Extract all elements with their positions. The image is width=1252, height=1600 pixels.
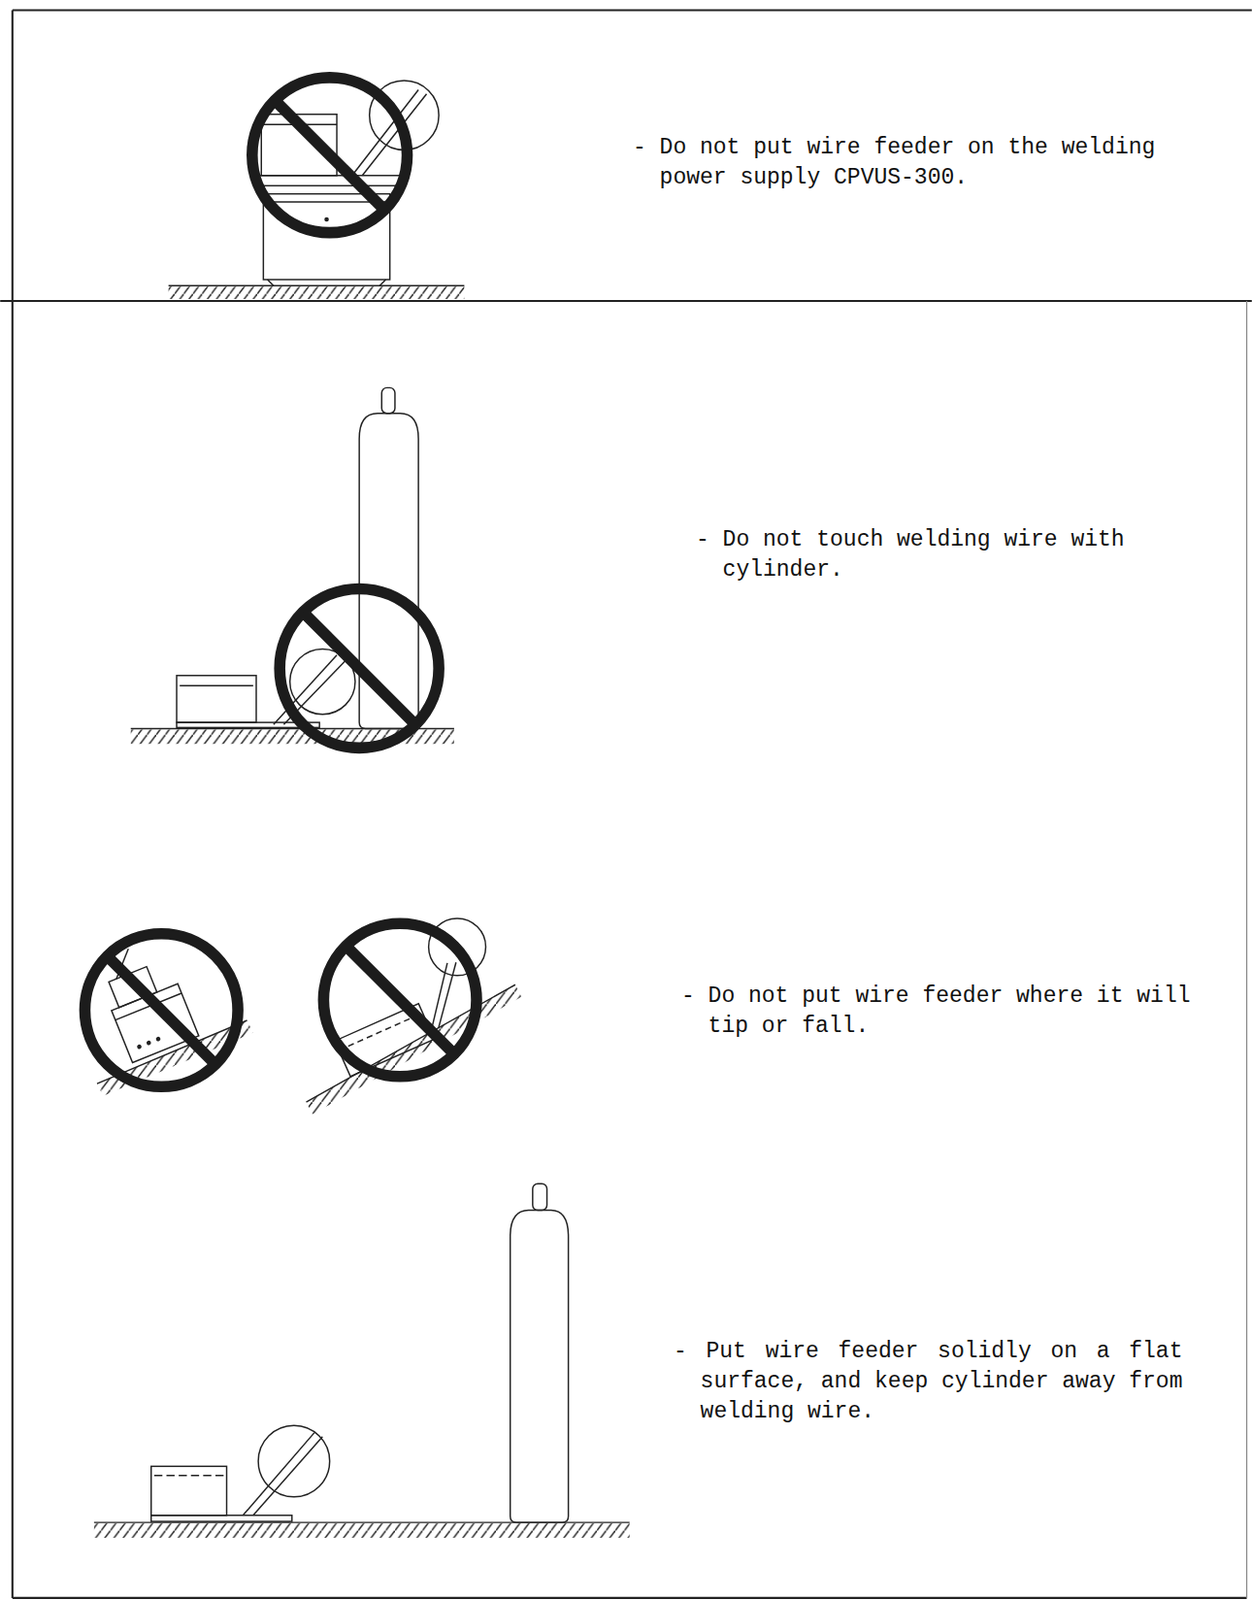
- instruction-note: - Put wire feeder solidly on a flat surf…: [673, 1336, 1183, 1427]
- instruction-note: - Do not touch welding wire with cylinde…: [695, 525, 1138, 586]
- wire-touching-cylinder: [131, 387, 455, 748]
- tipped-feeder: [84, 933, 253, 1096]
- instruction-note: - Do not put wire feeder where it will t…: [681, 981, 1204, 1042]
- instruction-note: - Do not put wire feeder on the welding …: [632, 132, 1183, 194]
- feeder-on-slope: [306, 918, 523, 1115]
- feeder-on-power-supply: [168, 77, 465, 299]
- correct-placement: [94, 1183, 630, 1538]
